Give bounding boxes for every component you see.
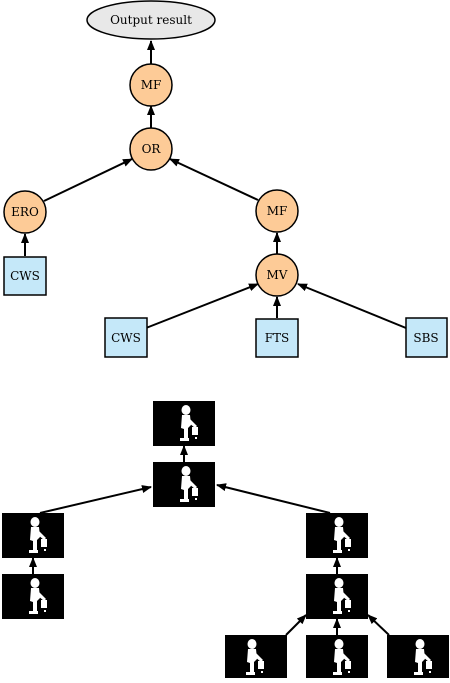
node-mf-right: MF <box>255 189 299 233</box>
cws-bottom-label: CWS <box>111 331 141 345</box>
edge-cws-to-mv <box>145 283 259 329</box>
flowchart-edges <box>21 40 407 329</box>
node-mf-top: MF <box>129 63 173 107</box>
node-cws-left: CWS <box>3 256 47 296</box>
sbs-label: SBS <box>413 331 438 345</box>
edge-mf-to-or <box>169 158 259 201</box>
mv-circle <box>255 253 299 297</box>
ero-label: ERO <box>11 205 39 219</box>
thumb-edge-bl-to-rm <box>285 614 307 636</box>
node-sbs: SBS <box>405 317 448 358</box>
fts-box <box>255 318 299 358</box>
thumb-edge-right-to-mid <box>216 483 331 514</box>
thumbnail-cws-left <box>2 574 64 619</box>
thumb-edge-br-to-rm <box>367 614 390 636</box>
thumbnail-edges <box>29 445 390 636</box>
cws-left-label: CWS <box>10 269 40 283</box>
mf-right-label: MF <box>267 204 288 218</box>
thumbnail-fts <box>306 635 368 678</box>
thumbnail-sbs <box>387 635 449 678</box>
edge-ero-to-or <box>43 158 133 202</box>
thumbnail-ero-result <box>2 513 64 558</box>
thumbnail-output <box>153 401 215 446</box>
ero-circle <box>3 190 47 234</box>
mv-label: MV <box>267 268 288 282</box>
node-mv: MV <box>255 253 299 297</box>
node-output-result: Output result <box>86 0 216 40</box>
mf-top-label: MF <box>141 78 162 92</box>
or-circle <box>129 127 173 171</box>
edge-sbs-to-mv <box>297 283 407 329</box>
mf-right-circle <box>255 189 299 233</box>
sbs-box <box>405 317 448 358</box>
node-ero: ERO <box>3 190 47 234</box>
or-label: OR <box>142 142 162 156</box>
node-or: OR <box>129 127 173 171</box>
output-ellipse <box>86 0 216 40</box>
node-fts: FTS <box>255 318 299 358</box>
node-cws-bottom: CWS <box>104 317 148 358</box>
mf-top-circle <box>129 63 173 107</box>
thumbnail-mv-result <box>306 574 368 619</box>
thumbnail-or-result <box>153 462 215 507</box>
thumbnail-mf-result <box>306 513 368 558</box>
output-label: Output result <box>110 13 192 27</box>
cws-left-box <box>3 256 47 296</box>
fts-label: FTS <box>265 331 290 345</box>
cws-bottom-box <box>104 317 148 358</box>
thumb-edge-left-to-mid <box>39 485 152 514</box>
thumbnail-cws-bottom <box>225 635 287 678</box>
